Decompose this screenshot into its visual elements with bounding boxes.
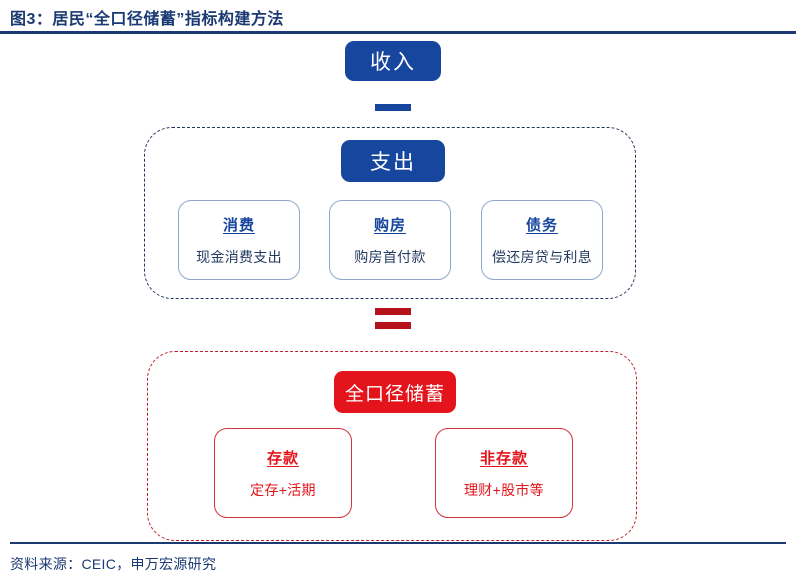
savings-card-non-deposits[interactable]: 非存款 理财+股市等: [435, 428, 573, 518]
card-description: 定存+活期: [250, 481, 316, 498]
card-title: 存款: [266, 449, 299, 467]
savings-card-deposits[interactable]: 存款 定存+活期: [214, 428, 352, 518]
card-description: 现金消费支出: [196, 248, 282, 265]
source-note: 资料来源：CEIC，申万宏源研究: [10, 556, 217, 572]
card-description: 偿还房贷与利息: [491, 248, 593, 265]
expense-card-consumption[interactable]: 消费 现金消费支出: [178, 200, 300, 280]
income-node[interactable]: 收入: [345, 41, 441, 81]
figure-footer: 资料来源：CEIC，申万宏源研究: [0, 542, 796, 580]
expense-group-container: [144, 127, 636, 299]
card-description: 理财+股市等: [464, 481, 544, 498]
card-title: 非存款: [479, 449, 528, 467]
expense-card-housing[interactable]: 购房 购房首付款: [329, 200, 451, 280]
header-divider: [0, 31, 796, 34]
expense-label: 支出: [370, 151, 416, 174]
equals-bar-bottom: [375, 322, 411, 329]
minus-operator-icon: [375, 104, 411, 111]
card-title: 消费: [222, 216, 255, 234]
expense-card-debt[interactable]: 债务 偿还房贷与利息: [481, 200, 603, 280]
card-title: 购房: [373, 216, 406, 234]
card-title: 债务: [525, 216, 558, 234]
total-savings-label: 全口径储蓄: [344, 383, 445, 405]
total-savings-node[interactable]: 全口径储蓄: [334, 371, 456, 413]
income-label: 收入: [370, 51, 416, 74]
savings-group-container: [147, 351, 637, 541]
equals-operator-icon: [375, 308, 411, 329]
footer-divider: [10, 542, 786, 544]
expense-node[interactable]: 支出: [341, 140, 445, 182]
equals-bar-top: [375, 308, 411, 315]
diagram-canvas: 收入 支出 消费 现金消费支出 购房 购房首付款 债务 偿还房贷与利息 全口径储…: [0, 34, 796, 542]
page-title: 图3：居民“全口径储蓄”指标构建方法: [10, 11, 284, 28]
card-description: 购房首付款: [354, 248, 426, 265]
figure-header: 图3：居民“全口径储蓄”指标构建方法: [0, 0, 796, 34]
